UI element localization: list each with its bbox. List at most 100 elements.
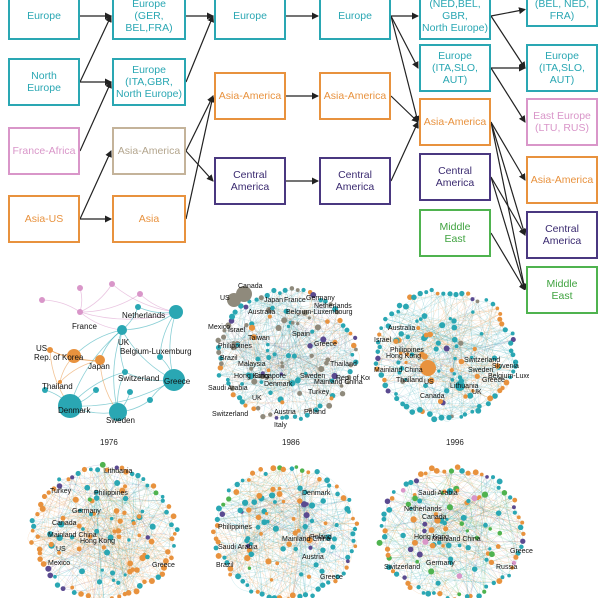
node-label: Russia	[496, 564, 518, 571]
flow-arrow-c4_centralamerica-to-c5_asiaamerica	[390, 121, 419, 182]
box-asia-america-col5: Asia-America	[419, 98, 491, 146]
flow-arrow-c4_europe-to-c5_asiaamerica	[390, 15, 420, 123]
node-label: Philippines	[94, 490, 128, 497]
node-label: US	[36, 344, 47, 353]
box-europe-col1: Europe	[8, 0, 80, 40]
box-middle-east-col5: Middle East	[419, 209, 491, 257]
node-label: US	[56, 546, 66, 553]
node-label: France	[284, 297, 306, 304]
node-label: Poland	[304, 409, 326, 416]
node-1976	[77, 285, 83, 291]
node-label: Lithuania	[104, 468, 133, 475]
flow-arrow-c5_asiaamerica-to-c6_centralamerica	[490, 121, 527, 236]
box-europe-col4: Europe	[319, 0, 391, 40]
node-label: US	[424, 379, 434, 386]
node-1976	[117, 325, 127, 335]
node-label: Mainland China	[282, 536, 331, 543]
node-label: Austria	[274, 409, 296, 416]
node-1976	[137, 291, 143, 297]
flow-arrow-c2_asiaamerica-to-c3_asiaamerica	[185, 95, 214, 152]
net2016-nodes	[376, 464, 526, 598]
node-label: US	[220, 295, 230, 302]
node-label: Brazil	[220, 355, 238, 362]
node-label: Mainland China	[432, 536, 481, 543]
node-label: Saudi Arabia	[218, 544, 258, 551]
box-central-america-col5: Central America	[419, 153, 491, 201]
flow-arrow-c5_europe_itaslo-to-c6_easteurope	[490, 67, 526, 123]
network-1976: FranceNetherlandsUSUKBelgium-LuxemburgRe…	[34, 281, 192, 425]
node-label: Netherlands	[314, 303, 352, 310]
node-label: Denmark	[58, 406, 91, 415]
year-label-1986: 1986	[282, 438, 300, 447]
node-label: Malaysia	[238, 361, 266, 368]
box-asia-us-col1: Asia-US	[8, 195, 80, 243]
node-label: Switzerland	[464, 357, 500, 364]
node-label: Germany	[306, 295, 335, 302]
node-label: Mexico	[48, 560, 70, 567]
node-label: Hong Kong	[234, 373, 269, 380]
node-1976	[147, 397, 153, 403]
node-label: Israel	[374, 337, 392, 344]
node-label: Philippines	[390, 347, 424, 354]
node-label: Japan	[264, 297, 283, 304]
node-1976	[122, 369, 128, 375]
year-label-1996: 1996	[446, 438, 464, 447]
node-label: Greece	[510, 548, 533, 555]
node-label: Canada	[420, 393, 445, 400]
net1996-hub-node	[420, 360, 436, 376]
node-label: Mainland China	[374, 367, 423, 374]
node-label: Netherlands	[404, 506, 442, 513]
net1986-hub-node	[227, 293, 241, 307]
box-asia-america-col2: Asia-America	[112, 127, 186, 175]
box-central-america-col3: Central America	[214, 157, 286, 205]
node-label: Rep. of Korea	[34, 353, 84, 362]
node-label: Thailand	[42, 382, 73, 391]
node-label: Switzerland	[384, 564, 420, 571]
box-europe-ger-bel-fra-col2: Europe (GER, BEL,FRA)	[112, 0, 186, 40]
node-label: Austria	[302, 554, 324, 561]
flow-arrow-c5_centralamerica-to-c6_middleeast	[490, 176, 527, 290]
node-label: Philippines	[218, 524, 252, 531]
node-label: Greece	[164, 377, 191, 386]
node-label: Rep. of Korea	[336, 375, 370, 382]
flow-arrow-c5_centralamerica-to-c6_centralamerica	[490, 176, 526, 236]
box-europe-ita-slo-col5: Europe (ITA,SLO, AUT)	[419, 44, 491, 92]
net1986-edges	[218, 288, 360, 420]
net1996-edges	[375, 289, 516, 422]
node-1976	[58, 380, 62, 384]
node-label: Turkey	[308, 389, 330, 396]
node-label: Thailand	[396, 377, 423, 384]
node-label: Germany	[426, 560, 455, 567]
node-1976	[127, 389, 133, 395]
year-label-1976: 1976	[100, 438, 118, 447]
box-middle-east-col6: Middle East	[526, 266, 598, 314]
flow-arrow-c1_asiaus-to-c2_asiaamerica	[79, 150, 112, 220]
node-label: Greece	[314, 341, 337, 348]
network-2006: TurkeyLithuaniaPhilippinesGermanyCanadaM…	[27, 461, 180, 598]
node-label: Denmark	[302, 490, 331, 497]
node-label: Israel	[228, 327, 246, 334]
flow-arrow-c2_asia-to-c3_asiaamerica	[185, 95, 216, 220]
box-asia-col2: Asia	[112, 195, 186, 243]
flow-arrows	[79, 7, 528, 290]
node-label: Hong Kong	[414, 534, 449, 541]
node-label: Mainland China	[48, 532, 97, 539]
node-1976	[109, 403, 127, 421]
node-label: Sweden	[106, 416, 135, 425]
box-asia-america-col3: Asia-America	[214, 72, 286, 120]
box-east-europe-col6: East Europe (LTU, RUS)	[526, 98, 598, 146]
box-europe-ita-slo-col6: Europe (ITA,SLO, AUT)	[526, 44, 598, 92]
node-label: Belgium-Luxembourg	[286, 309, 353, 316]
box-asia-america-col4: Asia-America	[319, 72, 391, 120]
box-central-america-col6: Central America	[526, 211, 598, 259]
node-label: Belgium-Luxemburg	[120, 347, 192, 356]
box-asia-america-col6: Asia-America	[526, 156, 598, 204]
node-label: UK	[472, 389, 482, 396]
node-label: Singapore	[254, 373, 286, 380]
node-1976	[67, 349, 81, 363]
flow-arrow-c5_middleeast-to-c6_middleeast	[490, 232, 526, 290]
